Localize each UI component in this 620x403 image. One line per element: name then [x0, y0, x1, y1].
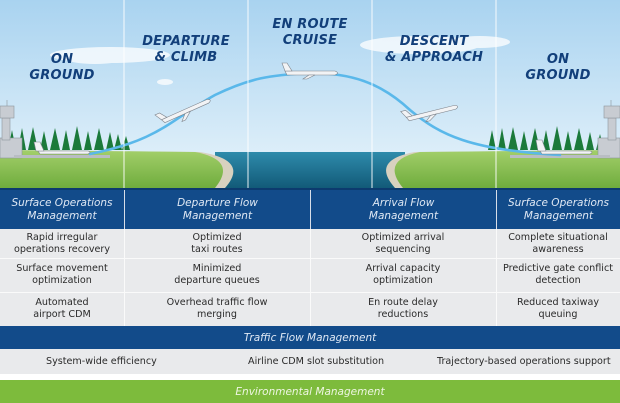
- flight-phases-illustration: ON GROUND DEPARTURE & CLIMB EN ROUTE CRU…: [0, 0, 620, 188]
- column-divider: [310, 229, 311, 326]
- left-grass: [0, 150, 224, 188]
- control-tower-left: [0, 100, 23, 159]
- runway-left: [14, 155, 110, 158]
- column-divider: [124, 229, 125, 326]
- phase-label-en-route-cruise: EN ROUTE CRUISE: [272, 17, 348, 48]
- tfm-item-system-wide-efficiency: System-wide efficiency: [46, 356, 157, 367]
- phase-label-on-ground-left: ON GROUND: [29, 52, 95, 83]
- airplane-descending: [400, 104, 459, 123]
- right-grass: [394, 150, 620, 188]
- airplane-ground-right: [535, 139, 593, 155]
- water: [215, 152, 405, 188]
- phase-label-descent-approach: DESCENT & APPROACH: [384, 34, 484, 65]
- tfm-item-airline-cdm-slot: Airline CDM slot substitution: [248, 356, 385, 367]
- airplane-ground-left: [33, 141, 91, 155]
- airplane-climbing: [154, 99, 211, 123]
- traffic-flow-management-row: System-wide efficiency Airline CDM slot …: [0, 349, 620, 374]
- phase-dividers: [123, 0, 497, 188]
- clouds: [50, 36, 510, 85]
- scene-svg: [0, 0, 620, 188]
- phase-label-departure-climb: DEPARTURE & CLIMB: [142, 34, 230, 65]
- runway-right: [510, 155, 610, 158]
- tfm-item-trajectory-based-ops: Trajectory-based operations support: [437, 356, 611, 367]
- environmental-management-bar: Environmental Management: [0, 380, 620, 403]
- column-divider: [496, 229, 497, 326]
- phase-label-on-ground-right: ON GROUND: [525, 52, 591, 83]
- traffic-flow-management-header: Traffic Flow Management: [0, 326, 620, 349]
- control-tower-right: [597, 100, 620, 159]
- airplane-cruise: [281, 62, 338, 80]
